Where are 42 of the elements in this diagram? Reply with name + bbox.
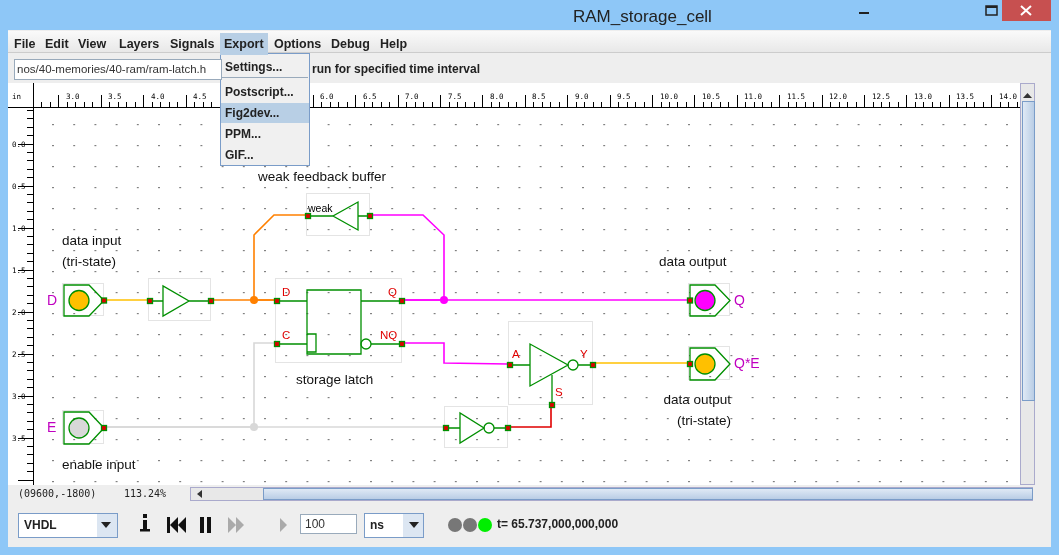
menu-item: Options	[273, 36, 323, 53]
port-label: Q	[388, 286, 397, 299]
port-label: S	[555, 386, 563, 399]
menu-item: PPM...	[224, 126, 262, 143]
port-label: A	[512, 348, 520, 361]
pin-name: E	[47, 418, 57, 436]
menu-item: GIF...	[224, 147, 255, 164]
pin-name: Q*E	[734, 354, 760, 372]
status-message: run for specified time interval	[312, 62, 481, 76]
component-caption: storage latch	[296, 371, 375, 389]
menu-item: Postscript...	[224, 84, 295, 101]
menu-item: Settings...	[224, 59, 284, 76]
wire	[253, 214, 307, 301]
menu-item: File	[13, 36, 37, 53]
menu-item: Edit	[44, 36, 70, 53]
menu-item: Layers	[118, 36, 161, 53]
file-path-field: nos/40-memories/40-ram/ram-latch.h	[14, 59, 222, 80]
component-caption: enable input	[62, 456, 137, 474]
pin-name: Q	[734, 291, 745, 309]
menu-item: Export	[220, 33, 268, 55]
time-unit-select: ns	[364, 513, 424, 538]
port-label: NQ	[380, 329, 398, 342]
component-caption: data output (tri-state)	[662, 391, 731, 430]
component-caption: weak feedback buffer	[258, 168, 388, 186]
time-input-field: 100	[300, 514, 357, 534]
cursor-coordinates: (09600,-1800)	[18, 488, 97, 499]
port-label: D	[282, 286, 291, 299]
gate-label: weak	[308, 202, 333, 215]
menu-item: Fig2dev...	[221, 103, 309, 123]
port-label: Y	[580, 348, 588, 361]
window-title: RAM_storage_cell	[573, 6, 713, 28]
menu-item: Debug	[330, 36, 371, 53]
simulation-time: t= 65.737,000,000,000	[497, 517, 619, 531]
menu-item: Help	[379, 36, 409, 53]
component-caption: data output	[659, 253, 728, 271]
menu-item: View	[77, 36, 108, 53]
component-caption: data input (tri-state)	[62, 232, 123, 271]
menu-item: Signals	[169, 36, 216, 53]
pin-name: D	[47, 291, 58, 309]
language-select: VHDL	[18, 513, 118, 538]
zoom-level: 113.24%	[124, 488, 167, 499]
port-label: C	[282, 329, 291, 342]
